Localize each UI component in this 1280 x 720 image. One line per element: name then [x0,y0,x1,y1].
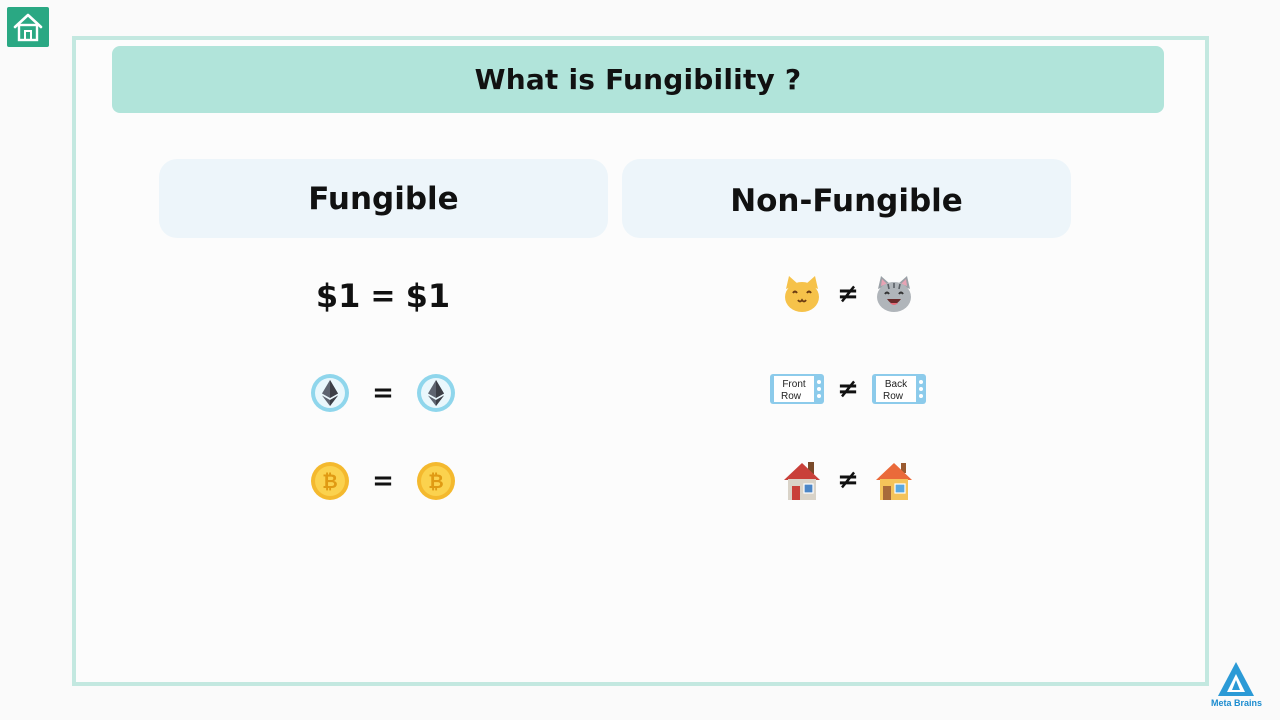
non-fungible-heading: Non-Fungible [730,182,963,219]
ticket-front-line1: Front [782,379,806,390]
fungible-row-ethereum: = [308,370,458,416]
equals-sign: = [372,378,394,408]
meta-brains-logo [1218,662,1254,696]
svg-text:₿: ₿ [428,471,443,493]
house-icon [784,462,821,500]
not-equal-sign: ≠ [837,279,859,309]
dollar-right: $1 [405,277,451,315]
fungible-row-bitcoin: ₿ = ₿ [308,458,458,504]
cat-face-icon [785,276,820,312]
equals-sign: = [370,278,396,314]
title-bar: What is Fungibility ? [112,46,1164,113]
house-with-garden-icon [875,463,912,500]
slide-title: What is Fungibility ? [474,63,802,96]
ticket-front-line2: Row [781,391,802,402]
ticket-icon: Front Row [770,374,825,404]
non-fungible-row-tickets: Front Row ≠ Back Row [760,368,936,410]
slide-frame [72,36,1209,686]
ticket-back-line1: Back [885,379,908,390]
fungible-heading: Fungible [308,180,459,217]
fungible-header: Fungible [159,159,608,238]
fungible-row-dollar: $1 = $1 [300,272,466,320]
equals-sign: = [372,466,394,496]
dollar-left: $1 [315,277,361,315]
logo-text: Meta Brains [1210,698,1262,708]
ethereum-coin-icon [416,374,455,412]
bitcoin-coin-icon: ₿ [311,462,350,500]
bitcoin-coin-icon: ₿ [416,462,455,500]
svg-text:₿: ₿ [322,471,337,493]
home-icon [13,13,43,42]
ethereum-coin-icon [311,374,350,412]
not-equal-sign: ≠ [837,465,859,495]
non-fungible-row-cats: ≠ [770,270,926,318]
grinning-cat-icon [876,276,911,312]
ticket-back-line2: Row [883,391,904,402]
non-fungible-row-houses: ≠ [770,456,926,504]
not-equal-sign: ≠ [837,374,859,404]
home-button[interactable] [7,7,49,47]
non-fungible-header: Non-Fungible [622,159,1071,238]
ticket-icon: Back Row [871,374,926,404]
